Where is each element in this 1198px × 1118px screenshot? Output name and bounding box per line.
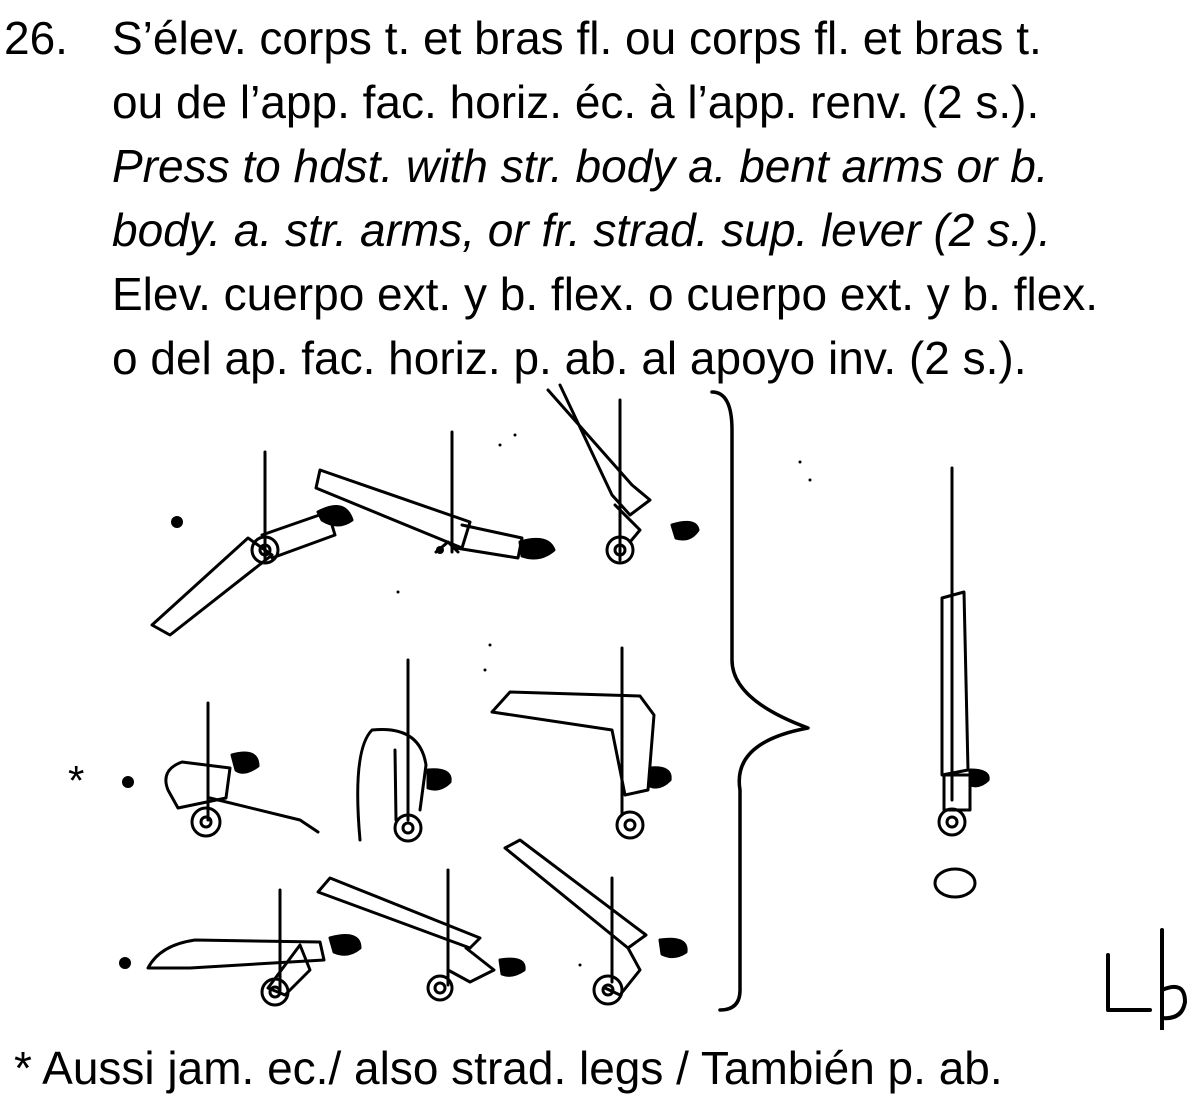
figure-row2-c <box>492 648 670 838</box>
start-dot <box>119 957 131 969</box>
figure-row3-c <box>505 840 686 1004</box>
figure-row2-b <box>358 660 450 841</box>
element-number: 26. <box>4 6 68 70</box>
description-line-es-1: Elev. cuerpo ext. y b. flex. o cuerpo ex… <box>112 262 1196 326</box>
footnote: * Aussi jam. ec./ also strad. legs / Tam… <box>14 1036 1003 1100</box>
figure-row1-a <box>152 452 352 635</box>
description-line-fr-1: S’élev. corps t. et bras fl. ou corps fl… <box>112 6 1196 70</box>
start-dot <box>171 516 183 528</box>
start-circle <box>935 869 975 897</box>
description-line-en-1: Press to hdst. with str. body a. bent ar… <box>112 134 1196 198</box>
grouping-brace <box>712 392 808 1010</box>
figure-final-handstand <box>935 468 988 897</box>
element-description: S’élev. corps t. et bras fl. ou corps fl… <box>112 6 1196 390</box>
description-line-en-2: body. a. str. arms, or fr. strad. sup. l… <box>112 198 1196 262</box>
element-illustration: * <box>0 370 1198 1030</box>
difficulty-symbol <box>1108 930 1185 1030</box>
figure-row3-a <box>119 890 360 1005</box>
description-line-fr-2: ou de l’app. fac. horiz. éc. à l’app. re… <box>112 70 1196 134</box>
figure-row1-c <box>548 385 698 563</box>
start-dot <box>122 776 134 788</box>
figure-row1-b <box>316 432 554 558</box>
asterisk-marker: * <box>68 757 84 804</box>
figure-row2-a <box>122 703 318 836</box>
